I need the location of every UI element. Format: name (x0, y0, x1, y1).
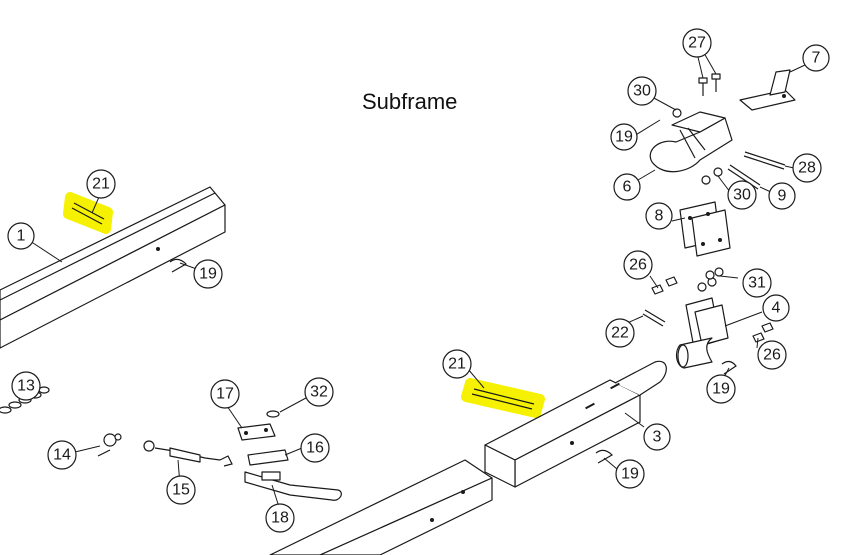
part-31-nuts (697, 267, 724, 292)
svg-text:19: 19 (199, 266, 217, 283)
svg-text:22: 22 (611, 325, 629, 342)
callout-19-bottom: 19 (615, 459, 645, 489)
svg-text:8: 8 (655, 208, 664, 225)
svg-text:4: 4 (772, 300, 781, 317)
svg-text:19: 19 (615, 129, 633, 146)
callout-28: 28 (792, 153, 822, 183)
svg-text:15: 15 (172, 482, 190, 499)
part-3-insert-tube (484, 360, 667, 488)
svg-text:17: 17 (216, 386, 234, 403)
svg-text:6: 6 (623, 179, 632, 196)
callout-32: 32 (304, 377, 334, 407)
svg-text:30: 30 (633, 83, 651, 100)
part-30-nuts (672, 108, 723, 185)
callout-26-upper: 26 (623, 250, 653, 280)
part-14-shackle (97, 433, 122, 457)
callout-18: 18 (265, 503, 295, 533)
svg-text:21: 21 (92, 176, 110, 193)
callout-8: 8 (645, 202, 673, 230)
svg-text:31: 31 (748, 275, 766, 292)
callout-26-lower: 26 (757, 340, 787, 370)
svg-text:14: 14 (53, 447, 71, 464)
part-26-bolts (651, 276, 774, 343)
svg-text:26: 26 (763, 347, 781, 364)
callout-3: 3 (643, 423, 671, 451)
svg-text:16: 16 (306, 440, 324, 457)
part-17-plate (237, 423, 276, 441)
svg-text:13: 13 (17, 378, 35, 395)
part-18-strap (244, 471, 342, 501)
callout-6: 6 (613, 173, 641, 201)
callout-13: 13 (11, 371, 41, 401)
part-8-plates (679, 201, 731, 257)
svg-text:7: 7 (812, 50, 821, 67)
callout-7: 7 (802, 44, 830, 72)
svg-text:21: 21 (448, 356, 466, 373)
part-1-main-tube (0, 186, 226, 349)
part-4-bracket (675, 297, 729, 369)
part-19-clips (169, 258, 737, 464)
callout-30-upper: 30 (627, 76, 657, 106)
part-32-washer (266, 410, 280, 418)
svg-text:28: 28 (798, 160, 816, 177)
svg-text:19: 19 (621, 466, 639, 483)
callout-9: 9 (768, 182, 796, 210)
callout-4: 4 (762, 294, 790, 322)
part-27-bolts (698, 73, 721, 96)
diagram-title: Subframe (362, 89, 457, 114)
svg-text:26: 26 (629, 257, 647, 274)
callout-31: 31 (742, 268, 772, 298)
callout-14: 14 (47, 440, 77, 470)
highlight-part-21-right (461, 378, 545, 418)
svg-text:18: 18 (271, 510, 289, 527)
part-15-turnbuckle (143, 440, 233, 467)
part-21-pin-left (71, 202, 105, 225)
part-lower-tube (269, 459, 493, 555)
svg-text:27: 27 (688, 35, 706, 52)
svg-text:19: 19 (712, 381, 730, 398)
callout-19-fourth: 19 (610, 123, 638, 151)
part-22-pin (642, 309, 666, 327)
callout-19-right: 19 (706, 374, 736, 404)
part-28-bolt (743, 151, 786, 170)
part-16-plate (247, 449, 289, 466)
callout-1: 1 (7, 222, 35, 250)
callout-17: 17 (210, 379, 240, 409)
svg-text:32: 32 (310, 384, 328, 401)
callout-22: 22 (605, 318, 635, 348)
callout-16: 16 (300, 433, 330, 463)
part-7-bracket (739, 69, 796, 111)
callout-30-lower: 30 (727, 180, 757, 210)
callout-21-left: 21 (86, 169, 116, 199)
callout-27: 27 (682, 28, 712, 58)
svg-text:1: 1 (17, 228, 26, 245)
svg-text:30: 30 (733, 187, 751, 204)
callout-15: 15 (166, 475, 196, 505)
highlight-part-21-left (63, 192, 113, 234)
part-6-coupler (649, 111, 733, 173)
callouts: 1 3 4 6 7 8 9 13 14 15 16 17 18 19 19 19… (7, 28, 830, 533)
callout-19-left: 19 (193, 259, 223, 289)
callout-21-right: 21 (442, 349, 472, 379)
svg-text:3: 3 (653, 429, 662, 446)
svg-text:9: 9 (778, 188, 787, 205)
part-21-pin-right (471, 388, 535, 410)
